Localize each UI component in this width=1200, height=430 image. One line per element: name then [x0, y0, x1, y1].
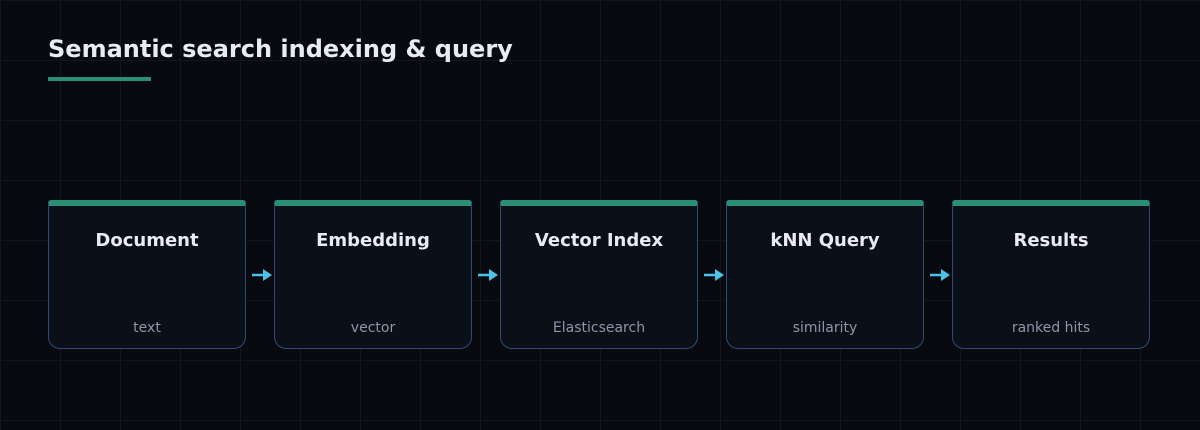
stage-document: Document text — [48, 200, 246, 349]
stage-title: kNN Query — [770, 230, 880, 251]
arrow-right-icon — [252, 269, 272, 281]
stage-subtitle: vector — [350, 320, 396, 336]
stage-results: Results ranked hits — [952, 200, 1150, 349]
arrow-right-icon — [704, 269, 724, 281]
stage-subtitle: similarity — [792, 320, 858, 336]
arrow-right-icon — [478, 269, 498, 281]
stage-vector-index: Vector Index Elasticsearch — [500, 200, 698, 349]
stage-subtitle: text — [133, 320, 161, 336]
stage-subtitle: Elasticsearch — [552, 320, 646, 336]
diagram-title: Semantic search indexing & query — [48, 35, 513, 63]
title-underline — [48, 77, 151, 81]
arrow-right-icon — [930, 269, 950, 281]
stage-title: Vector Index — [534, 230, 664, 251]
stage-knn-query: kNN Query similarity — [726, 200, 924, 349]
stage-title: Document — [95, 230, 199, 251]
stage-title: Results — [1013, 230, 1089, 251]
stage-embedding: Embedding vector — [274, 200, 472, 349]
stage-title: Embedding — [316, 230, 430, 251]
stage-subtitle: ranked hits — [1011, 320, 1091, 336]
